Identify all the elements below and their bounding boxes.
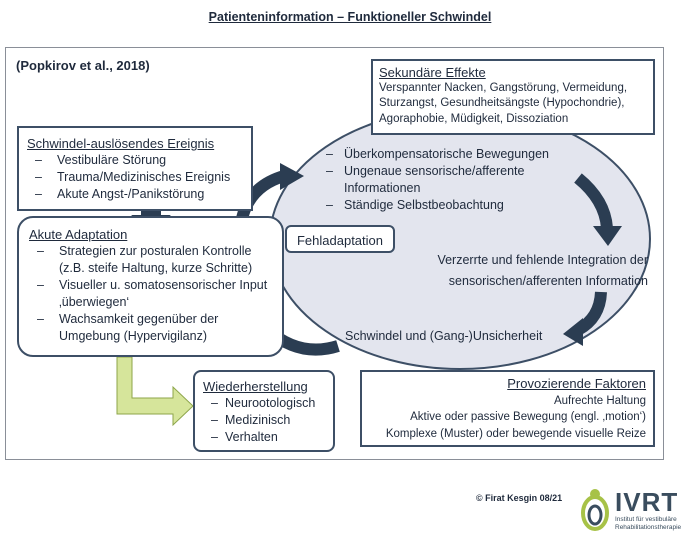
secondary-effects-box: Sekundäre Effekte Verspannter Nacken, Ga… bbox=[371, 59, 655, 135]
list-item: Überkompensatorische Bewegungen bbox=[318, 146, 578, 163]
secondary-heading: Sekundäre Effekte bbox=[379, 65, 486, 80]
list-item: Medizinisch bbox=[203, 412, 325, 429]
logo-text: IVRT bbox=[615, 487, 679, 517]
arrow-to-recovery bbox=[116, 356, 194, 427]
list-item: Verhalten bbox=[203, 429, 325, 446]
provoking-factors-box: Provozierende Faktoren Aufrechte Haltung… bbox=[360, 370, 655, 447]
trigger-box: Schwindel-auslösendes Ereignis Vestibulä… bbox=[17, 126, 253, 211]
trigger-list: Vestibuläre Störung Trauma/Medizinisches… bbox=[27, 152, 243, 203]
provoking-line: Aktive oder passive Bewegung (engl. ‚mot… bbox=[410, 411, 646, 423]
copyright: © Firat Kesgin 08/21 bbox=[476, 493, 563, 503]
acute-heading: Akute Adaptation bbox=[29, 227, 128, 242]
recovery-heading: Wiederherstellung bbox=[203, 379, 308, 394]
citation: (Popkirov et al., 2018) bbox=[16, 58, 150, 73]
list-item: Ständige Selbstbeobachtung bbox=[318, 197, 578, 214]
logo-subtitle-line: Rehabilitationstherapie bbox=[615, 523, 682, 531]
list-item: Wachsamkeit gegenüber der Umgebung (Hype… bbox=[29, 311, 272, 345]
logo-subtitle-line: Institut für vestibuläre bbox=[615, 516, 677, 523]
arrow-to-integration bbox=[574, 173, 613, 229]
trigger-heading: Schwindel-auslösendes Ereignis bbox=[27, 136, 215, 151]
arrow-to-integration-head bbox=[593, 226, 622, 246]
recovery-list: Neurootologisch Medizinisch Verhalten bbox=[203, 395, 325, 446]
list-item: Trauma/Medizinisches Ereignis bbox=[27, 169, 243, 186]
integration-text: Verzerrte und fehlende Integration der s… bbox=[437, 253, 648, 288]
list-item: Visueller u. somatosensorischer Input ‚ü… bbox=[29, 277, 272, 311]
dizziness-text: Schwindel und (Gang-)Unsicherheit bbox=[345, 329, 543, 343]
logo-subtitle: Institut für vestibuläre Rehabilitations… bbox=[615, 516, 681, 531]
provoking-line: Aufrechte Haltung bbox=[553, 394, 646, 407]
page-title: Patienteninformation – Funktioneller Sch… bbox=[208, 10, 492, 24]
cycle-list-container: Überkompensatorische Bewegungen Ungenaue… bbox=[318, 146, 578, 214]
recovery-box: Wiederherstellung Neurootologisch Medizi… bbox=[193, 370, 335, 452]
arrow-to-dizziness-head bbox=[563, 318, 583, 346]
list-item: Neurootologisch bbox=[203, 395, 325, 412]
acute-adaptation-box: Akute Adaptation Strategien zur postural… bbox=[17, 216, 284, 357]
list-item: Akute Angst-/Panikstörung bbox=[27, 186, 243, 203]
arrow-to-cycle-head bbox=[280, 163, 304, 190]
provoking-line: Komplexe (Muster) oder bewegende visuell… bbox=[385, 427, 646, 440]
ivrt-logo: IVRT Institut für vestibuläre Rehabilita… bbox=[575, 485, 695, 535]
provoking-heading: Provozierende Faktoren bbox=[507, 376, 646, 391]
list-item: Vestibuläre Störung bbox=[27, 152, 243, 169]
maladaptation-label: Fehladaptation bbox=[296, 233, 383, 248]
list-item: Ungenaue sensorische/afferente Informati… bbox=[318, 163, 578, 197]
cycle-list: Überkompensatorische Bewegungen Ungenaue… bbox=[318, 146, 578, 214]
secondary-text: Verspannter Nacken, Gangstörung, Vermeid… bbox=[379, 81, 628, 125]
list-item: Strategien zur posturalen Kontrolle (z.B… bbox=[29, 243, 272, 277]
maladaptation-box: Fehladaptation bbox=[285, 225, 395, 253]
acute-list: Strategien zur posturalen Kontrolle (z.B… bbox=[29, 243, 272, 345]
logo-emblem-icon bbox=[581, 489, 609, 531]
